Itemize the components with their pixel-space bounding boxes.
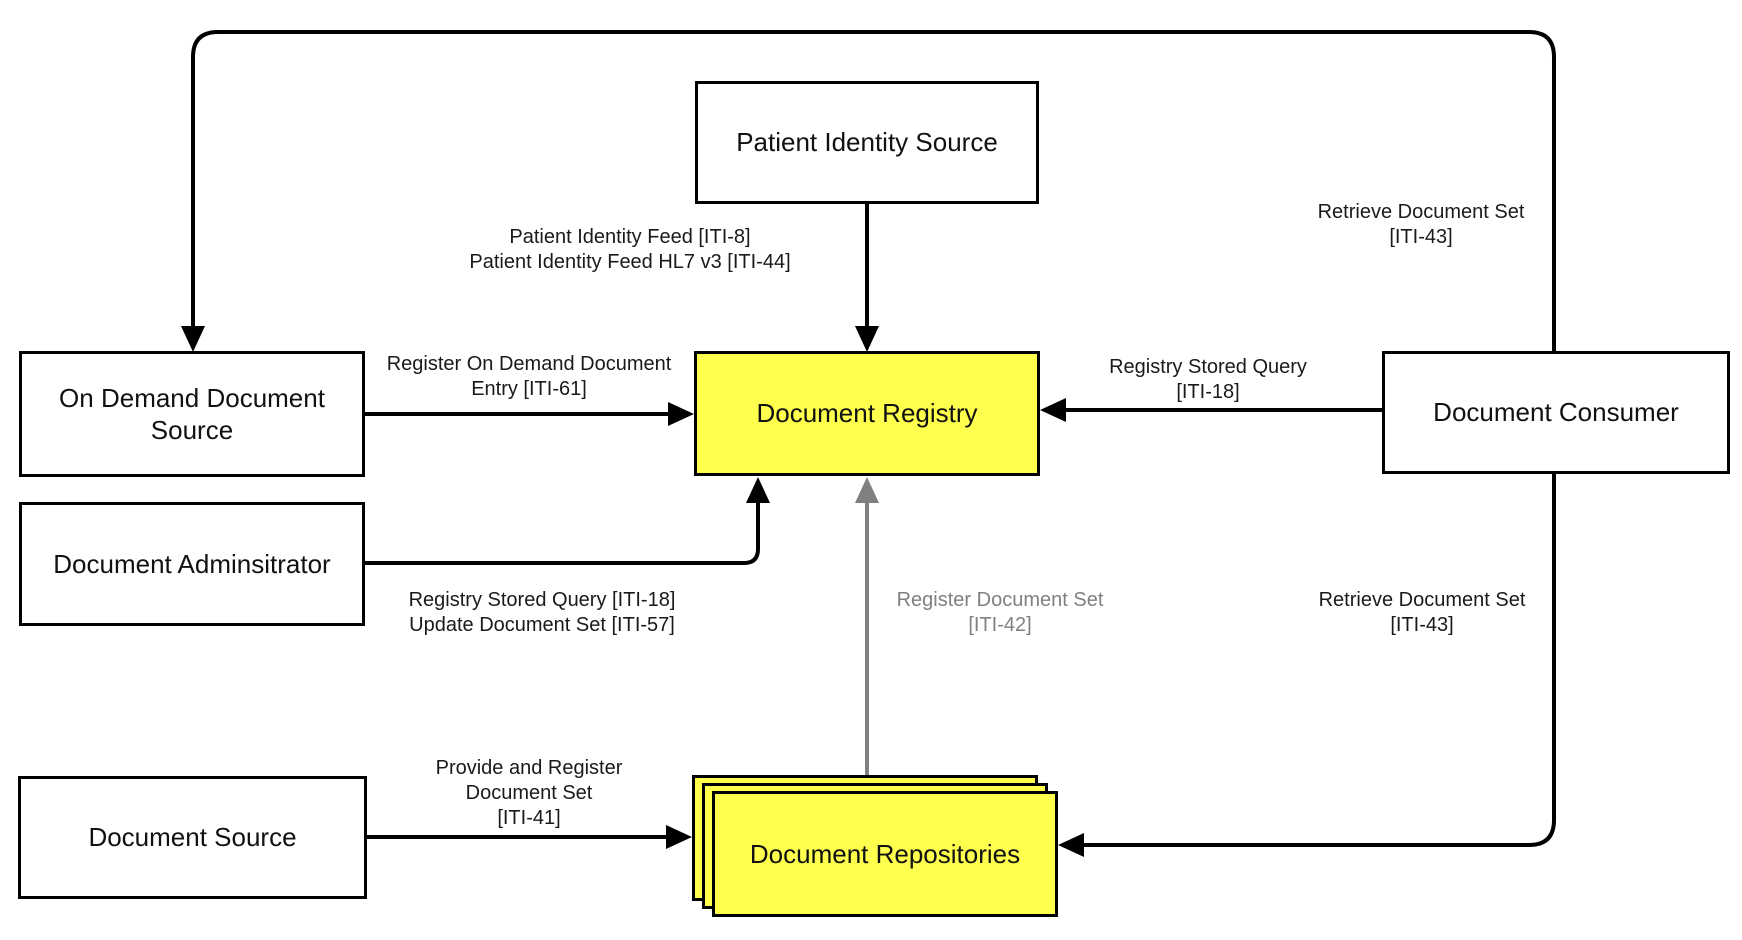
node-document-repositories-label: Document Repositories (749, 838, 1021, 869)
edge-retrieve-ondemand-line (191, 30, 1556, 351)
edge-retrieve-repositories-line (1082, 474, 1556, 847)
edge-register-document-set-arrowhead (855, 477, 879, 503)
label-registry-stored-query-update: Registry Stored Query [ITI-18] Update Do… (408, 589, 676, 636)
edge-patient-identity-feed-arrowhead (855, 326, 879, 352)
node-patient-identity-source: Patient Identity Source (695, 81, 1039, 204)
node-patient-identity-source-label: Patient Identity Source (736, 127, 998, 158)
label-provide-and-register: Provide and Register Document Set [ITI-4… (435, 757, 623, 829)
label-patient-identity-feed: Patient Identity Feed [ITI-8] Patient Id… (469, 226, 791, 273)
edge-register-on-demand-arrowhead (668, 402, 694, 426)
node-document-registry-label: Document Registry (756, 398, 978, 429)
edge-admin-update-arrowhead (746, 477, 770, 503)
label-register-on-demand: Register On Demand Document Entry [ITI-6… (386, 353, 672, 400)
edge-retrieve-ondemand-arrowhead (181, 326, 205, 352)
edge-provide-register-arrowhead (666, 825, 692, 849)
label-retrieve-document-set-top: Retrieve Document Set [ITI-43] (1317, 201, 1525, 248)
node-on-demand-document-source-label: On Demand Document Source (59, 382, 325, 446)
node-document-repositories: Document Repositories (712, 791, 1058, 917)
edge-retrieve-repositories-arrowhead (1058, 833, 1084, 857)
label-registry-stored-query: Registry Stored Query [ITI-18] (1109, 356, 1307, 403)
node-document-registry: Document Registry (694, 351, 1040, 476)
edge-registry-stored-query-arrowhead (1040, 398, 1066, 422)
node-document-consumer: Document Consumer (1382, 351, 1730, 474)
edge-admin-update-line (365, 501, 760, 565)
node-on-demand-document-source: On Demand Document Source (19, 351, 365, 477)
node-document-source-label: Document Source (88, 822, 297, 853)
label-register-document-set: Register Document Set [ITI-42] (896, 589, 1104, 636)
node-document-administrator: Document Adminsitrator (19, 502, 365, 626)
node-document-source: Document Source (18, 776, 367, 899)
label-retrieve-document-set-mid: Retrieve Document Set [ITI-43] (1318, 589, 1526, 636)
node-document-administrator-label: Document Adminsitrator (53, 548, 331, 579)
node-document-consumer-label: Document Consumer (1433, 397, 1679, 428)
